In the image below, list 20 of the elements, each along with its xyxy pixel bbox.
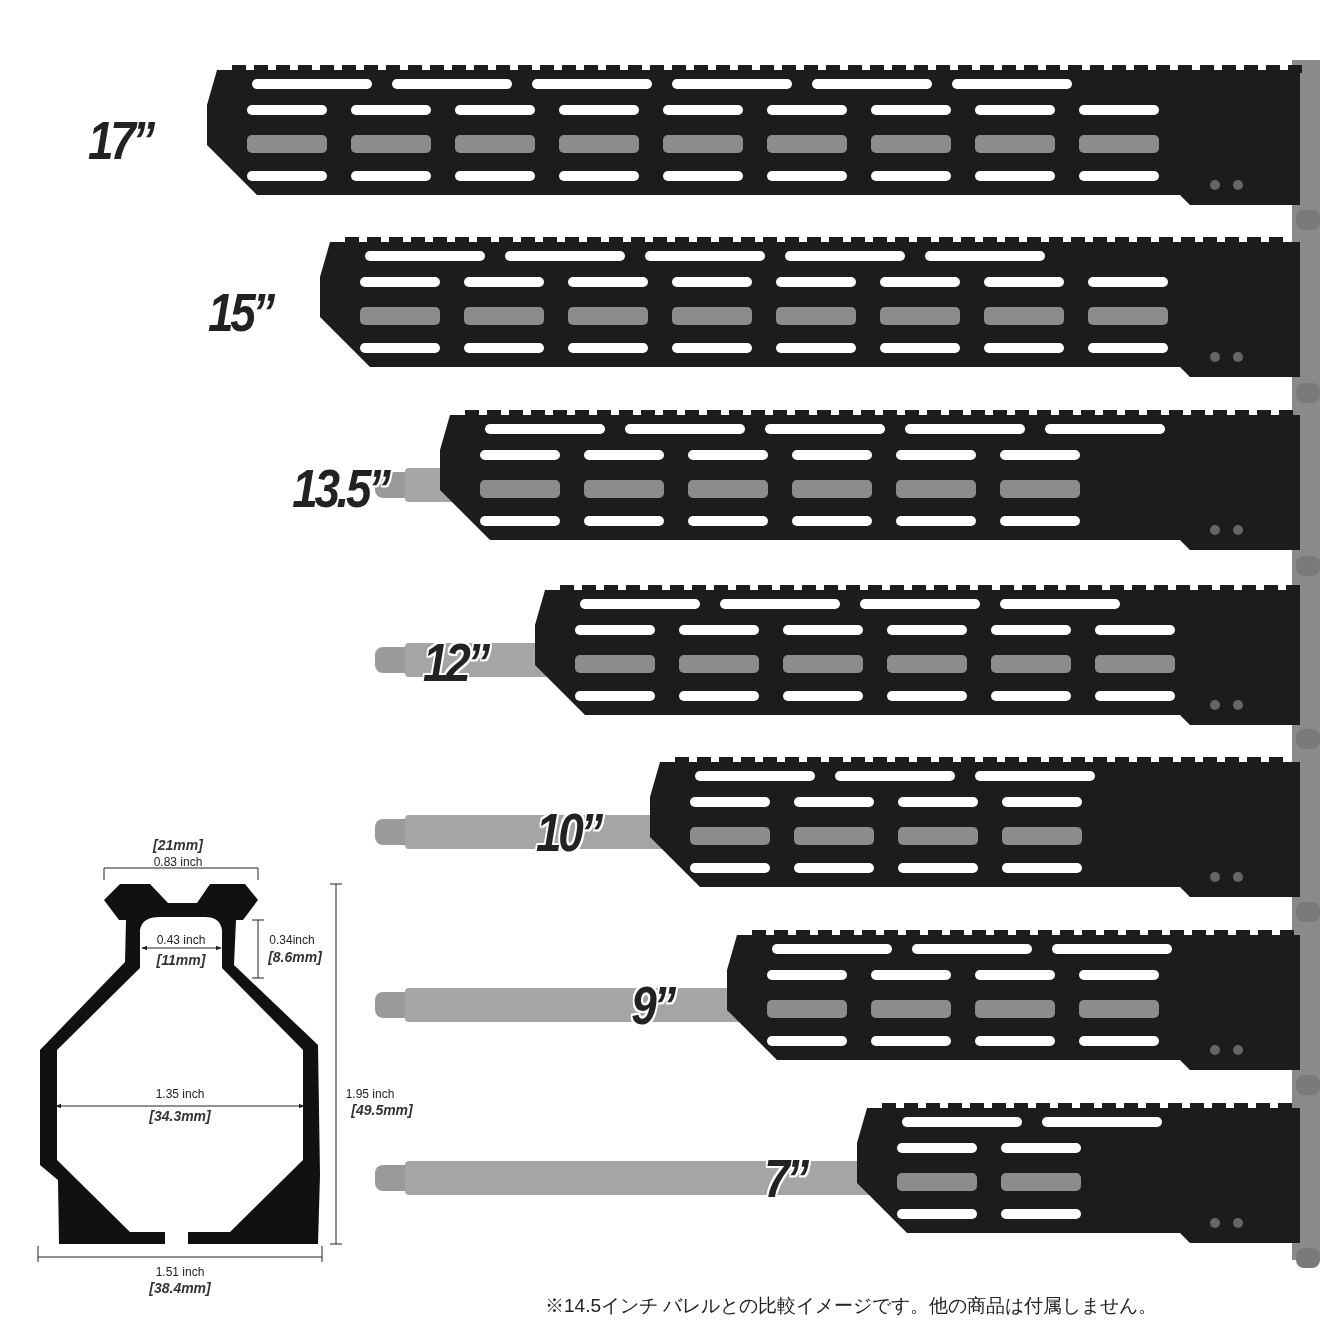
dimension-label: 1.35 inch	[155, 1087, 205, 1101]
dimension-label: 0.34inch	[269, 933, 315, 947]
dimension-label: [8.6mm]	[268, 949, 322, 965]
size-label: 17”	[88, 109, 152, 171]
size-label: 9”	[631, 974, 673, 1036]
dimension-label: 1.95 inch	[345, 1087, 395, 1101]
size-label: 7”	[764, 1147, 806, 1209]
size-label: 12”	[423, 631, 487, 693]
dimension-label: 0.43 inch	[156, 933, 206, 947]
dimension-label: [21mm]	[153, 837, 203, 853]
dimension-label: [11mm]	[156, 952, 206, 968]
size-label: 13.5”	[292, 457, 388, 519]
dimension-label: 0.83 inch	[153, 855, 203, 869]
dimension-label: 1.51 inch	[155, 1265, 205, 1279]
size-label: 10”	[536, 801, 600, 863]
size-label: 15”	[208, 281, 272, 343]
note-text: ※14.5インチ バレルとの比較イメージです。他の商品は付属しません。	[545, 1294, 1158, 1318]
dimension-label: [49.5mm]	[351, 1102, 413, 1118]
dimension-label: [34.3mm]	[149, 1108, 211, 1124]
dimension-label: [38.4mm]	[149, 1280, 211, 1296]
